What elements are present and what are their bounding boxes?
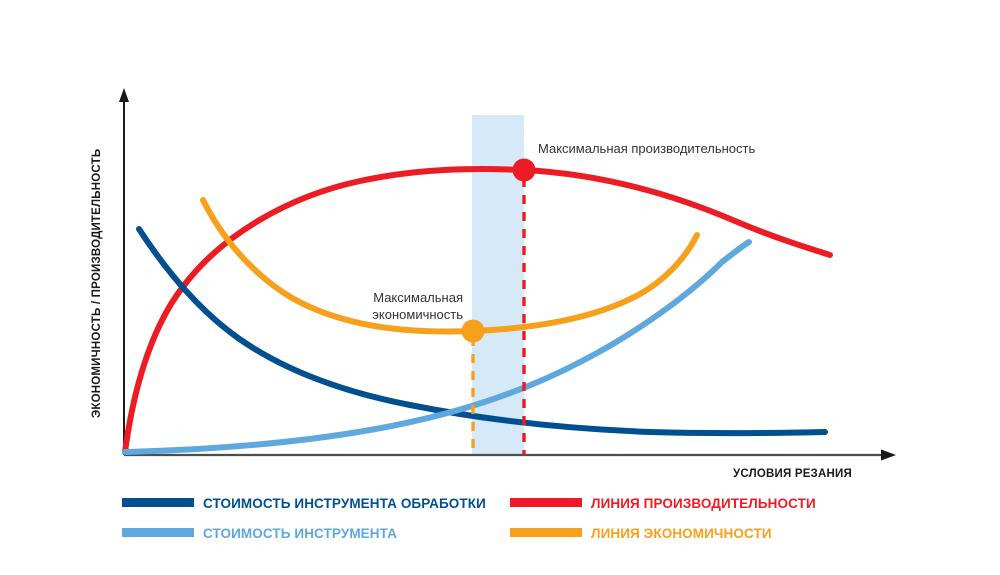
y-axis-arrow-icon [119,88,129,102]
x-axis-title: УСЛОВИЯ РЕЗАНИЯ [733,468,852,480]
legend-item-tool-cost[interactable]: СТОИМОСТЬ ИНСТРУМЕНТА [122,526,397,541]
annotation-max-performance: Максимальная производительность [538,141,755,156]
legend-label-performance-line: ЛИНИЯ ПРОИЗВОДИТЕЛЬНОСТИ [591,496,816,511]
y-axis-title: ЭКОНОМИЧНОСТЬ / ПРОИЗВОДИТЕЛЬНОСТЬ [91,149,103,418]
legend-swatch-machining-cost [122,498,194,507]
marker-max-economy[interactable] [461,319,485,343]
legend-label-machining-cost: СТОИМОСТЬ ИНСТРУМЕНТА ОБРАБОТКИ [203,496,486,511]
series-line-machining-cost [136,226,828,437]
series-line-performance [122,166,833,455]
annotation-max-economy-line2: экономичность [372,307,463,322]
legend-item-performance-line[interactable]: ЛИНИЯ ПРОИЗВОДИТЕЛЬНОСТИ [510,496,816,511]
x-axis-arrow-icon [881,449,896,461]
legend-item-economy-line[interactable]: ЛИНИЯ ЭКОНОМИЧНОСТИ [510,526,772,541]
legend: СТОИМОСТЬ ИНСТРУМЕНТА ОБРАБОТКИ СТОИМОСТ… [122,496,816,541]
legend-swatch-tool-cost [122,528,194,537]
legend-label-economy-line: ЛИНИЯ ЭКОНОМИЧНОСТИ [591,526,772,541]
legend-swatch-economy-line [510,528,582,537]
legend-label-tool-cost: СТОИМОСТЬ ИНСТРУМЕНТА [203,526,397,541]
legend-item-machining-cost[interactable]: СТОИМОСТЬ ИНСТРУМЕНТА ОБРАБОТКИ [122,496,486,511]
annotation-max-economy-line1: Максимальная [373,290,463,305]
axes-group [119,88,896,461]
series-line-tool-cost [122,239,752,455]
marker-max-performance[interactable] [512,158,536,182]
legend-swatch-performance-line [510,498,582,507]
